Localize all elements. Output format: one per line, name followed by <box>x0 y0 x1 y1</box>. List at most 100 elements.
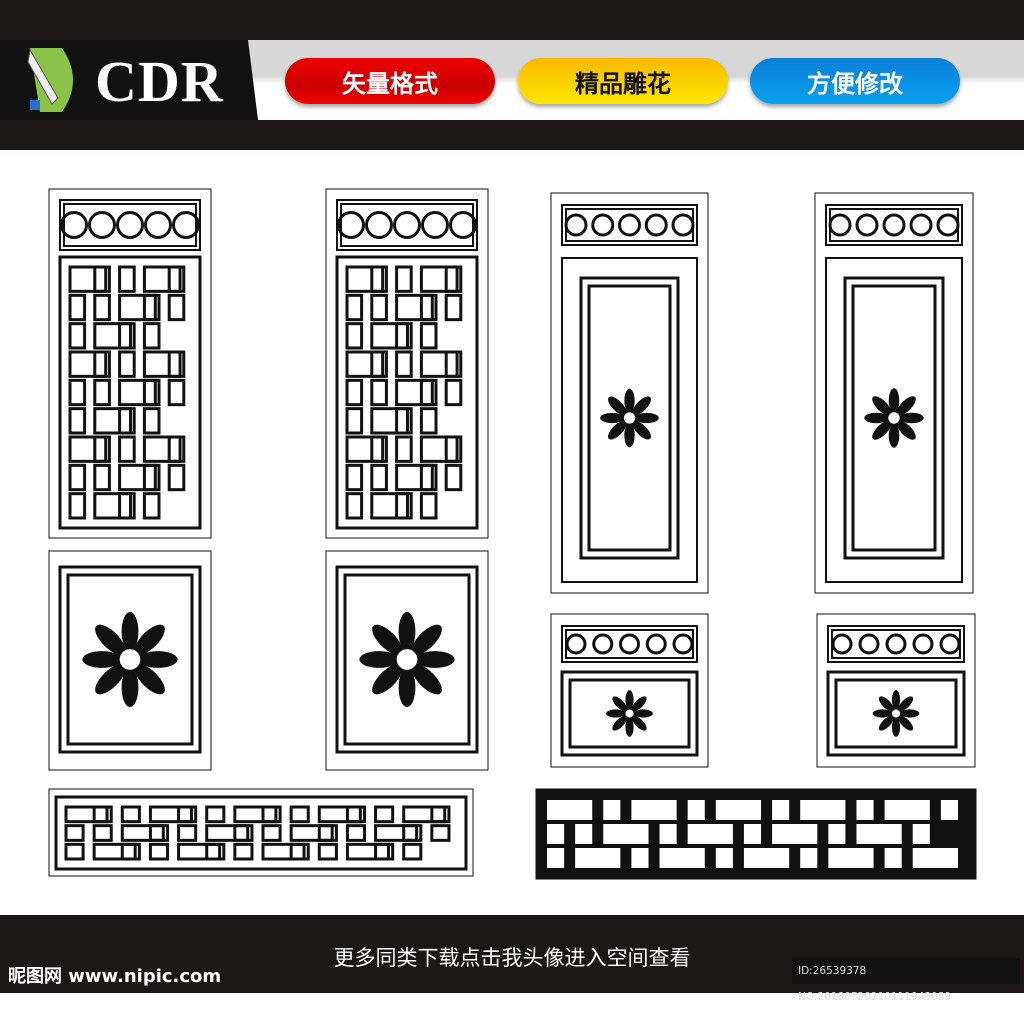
petal <box>372 664 403 695</box>
lattice-cell <box>289 842 310 861</box>
scroll-motif <box>644 213 668 237</box>
header-bottom-bar <box>0 120 1024 150</box>
lattice-panel <box>335 255 479 530</box>
lattice-cell <box>687 800 705 820</box>
lattice-cell <box>233 842 254 861</box>
lattice-cell <box>743 800 762 820</box>
flower-center <box>392 645 422 674</box>
scroll-motif <box>858 633 880 655</box>
lattice-cell <box>856 848 874 868</box>
lattice-cell <box>370 463 388 492</box>
petal <box>872 420 892 440</box>
lattice-cell <box>419 492 438 520</box>
lattice-cell <box>205 842 226 861</box>
panel-frame-6 <box>325 550 489 771</box>
lattice-cell <box>912 824 930 844</box>
petal <box>625 690 634 710</box>
lattice-cell <box>233 824 254 842</box>
lattice-cell <box>659 800 677 820</box>
lattice-cell <box>93 407 132 435</box>
lattice-cell <box>142 435 182 463</box>
petal <box>633 709 653 718</box>
petal <box>608 396 627 416</box>
lattice-cell <box>120 805 141 824</box>
lattice-cell <box>148 824 170 842</box>
lattice-cell <box>743 824 762 844</box>
lattice-cell <box>93 265 111 293</box>
lattice-cell <box>345 824 367 842</box>
flower-center <box>887 705 905 722</box>
petal <box>606 709 626 718</box>
lattice-cell <box>68 293 87 322</box>
petal <box>864 412 889 424</box>
scroll-motif <box>912 633 934 655</box>
petal <box>898 696 914 712</box>
petal <box>632 396 651 416</box>
scroll-motif <box>828 213 852 237</box>
lattice-cell <box>93 378 111 407</box>
lattice-cell <box>345 407 364 435</box>
lattice-cell <box>772 848 790 868</box>
petal <box>415 651 455 668</box>
lattice-cell <box>177 824 198 842</box>
lattice-cell <box>419 350 459 378</box>
lattice-cell <box>261 824 282 842</box>
lattice-cell <box>345 805 367 824</box>
lattice-cell <box>118 407 136 435</box>
lattice-cell <box>370 492 409 520</box>
lattice-cell <box>177 805 198 824</box>
band-inner <box>340 203 474 247</box>
panel-frame-5 <box>48 550 212 771</box>
lattice-cell <box>118 322 136 350</box>
petal <box>608 420 627 440</box>
lattice-cell <box>120 824 165 842</box>
lattice-cell <box>884 848 902 868</box>
lattice-cell <box>444 265 463 293</box>
lattice-cell <box>142 293 161 322</box>
petal <box>121 611 139 652</box>
lattice-cell <box>68 350 108 378</box>
petal <box>872 396 892 416</box>
lattice-cell <box>603 800 621 820</box>
lattice-cell <box>120 842 141 861</box>
lattice-cell <box>142 492 161 520</box>
lattice-cell <box>142 378 161 407</box>
lattice-cell <box>828 800 846 820</box>
scroll-motif <box>672 633 694 655</box>
lattice-cell <box>345 293 364 322</box>
lattice-cell <box>395 492 413 520</box>
lattice-cell <box>395 322 413 350</box>
petal <box>138 651 178 668</box>
scroll-motif <box>365 211 393 239</box>
lattice-cell <box>395 265 413 293</box>
outline-lattice-frame <box>48 788 474 877</box>
lattice-cell <box>142 322 161 350</box>
petal <box>612 715 628 731</box>
lattice-cell <box>444 378 463 407</box>
scroll-motif <box>885 633 907 655</box>
lattice-cell <box>261 842 306 861</box>
lattice-cell <box>68 265 108 293</box>
petal <box>411 664 442 695</box>
lattice-cell <box>68 463 87 492</box>
lattice-cell <box>167 293 186 322</box>
lattice-cell <box>142 463 161 492</box>
lattice-cell <box>370 350 388 378</box>
lattice-cell <box>93 293 111 322</box>
petal <box>891 690 901 710</box>
logo-text: CDR <box>95 49 224 114</box>
lattice-cell <box>93 492 132 520</box>
lattice-cell <box>402 842 423 861</box>
scroll-motif <box>855 213 879 237</box>
petal <box>398 611 416 652</box>
lattice-cell <box>800 824 818 844</box>
lattice-cell <box>800 848 818 868</box>
lattice-cell <box>92 824 113 842</box>
lattice-cell <box>402 805 447 824</box>
lattice-cell <box>419 322 438 350</box>
lattice-cell <box>419 378 438 407</box>
lattice-cell <box>261 805 282 824</box>
lattice-cell <box>430 805 451 824</box>
scroll-motif <box>172 211 200 239</box>
